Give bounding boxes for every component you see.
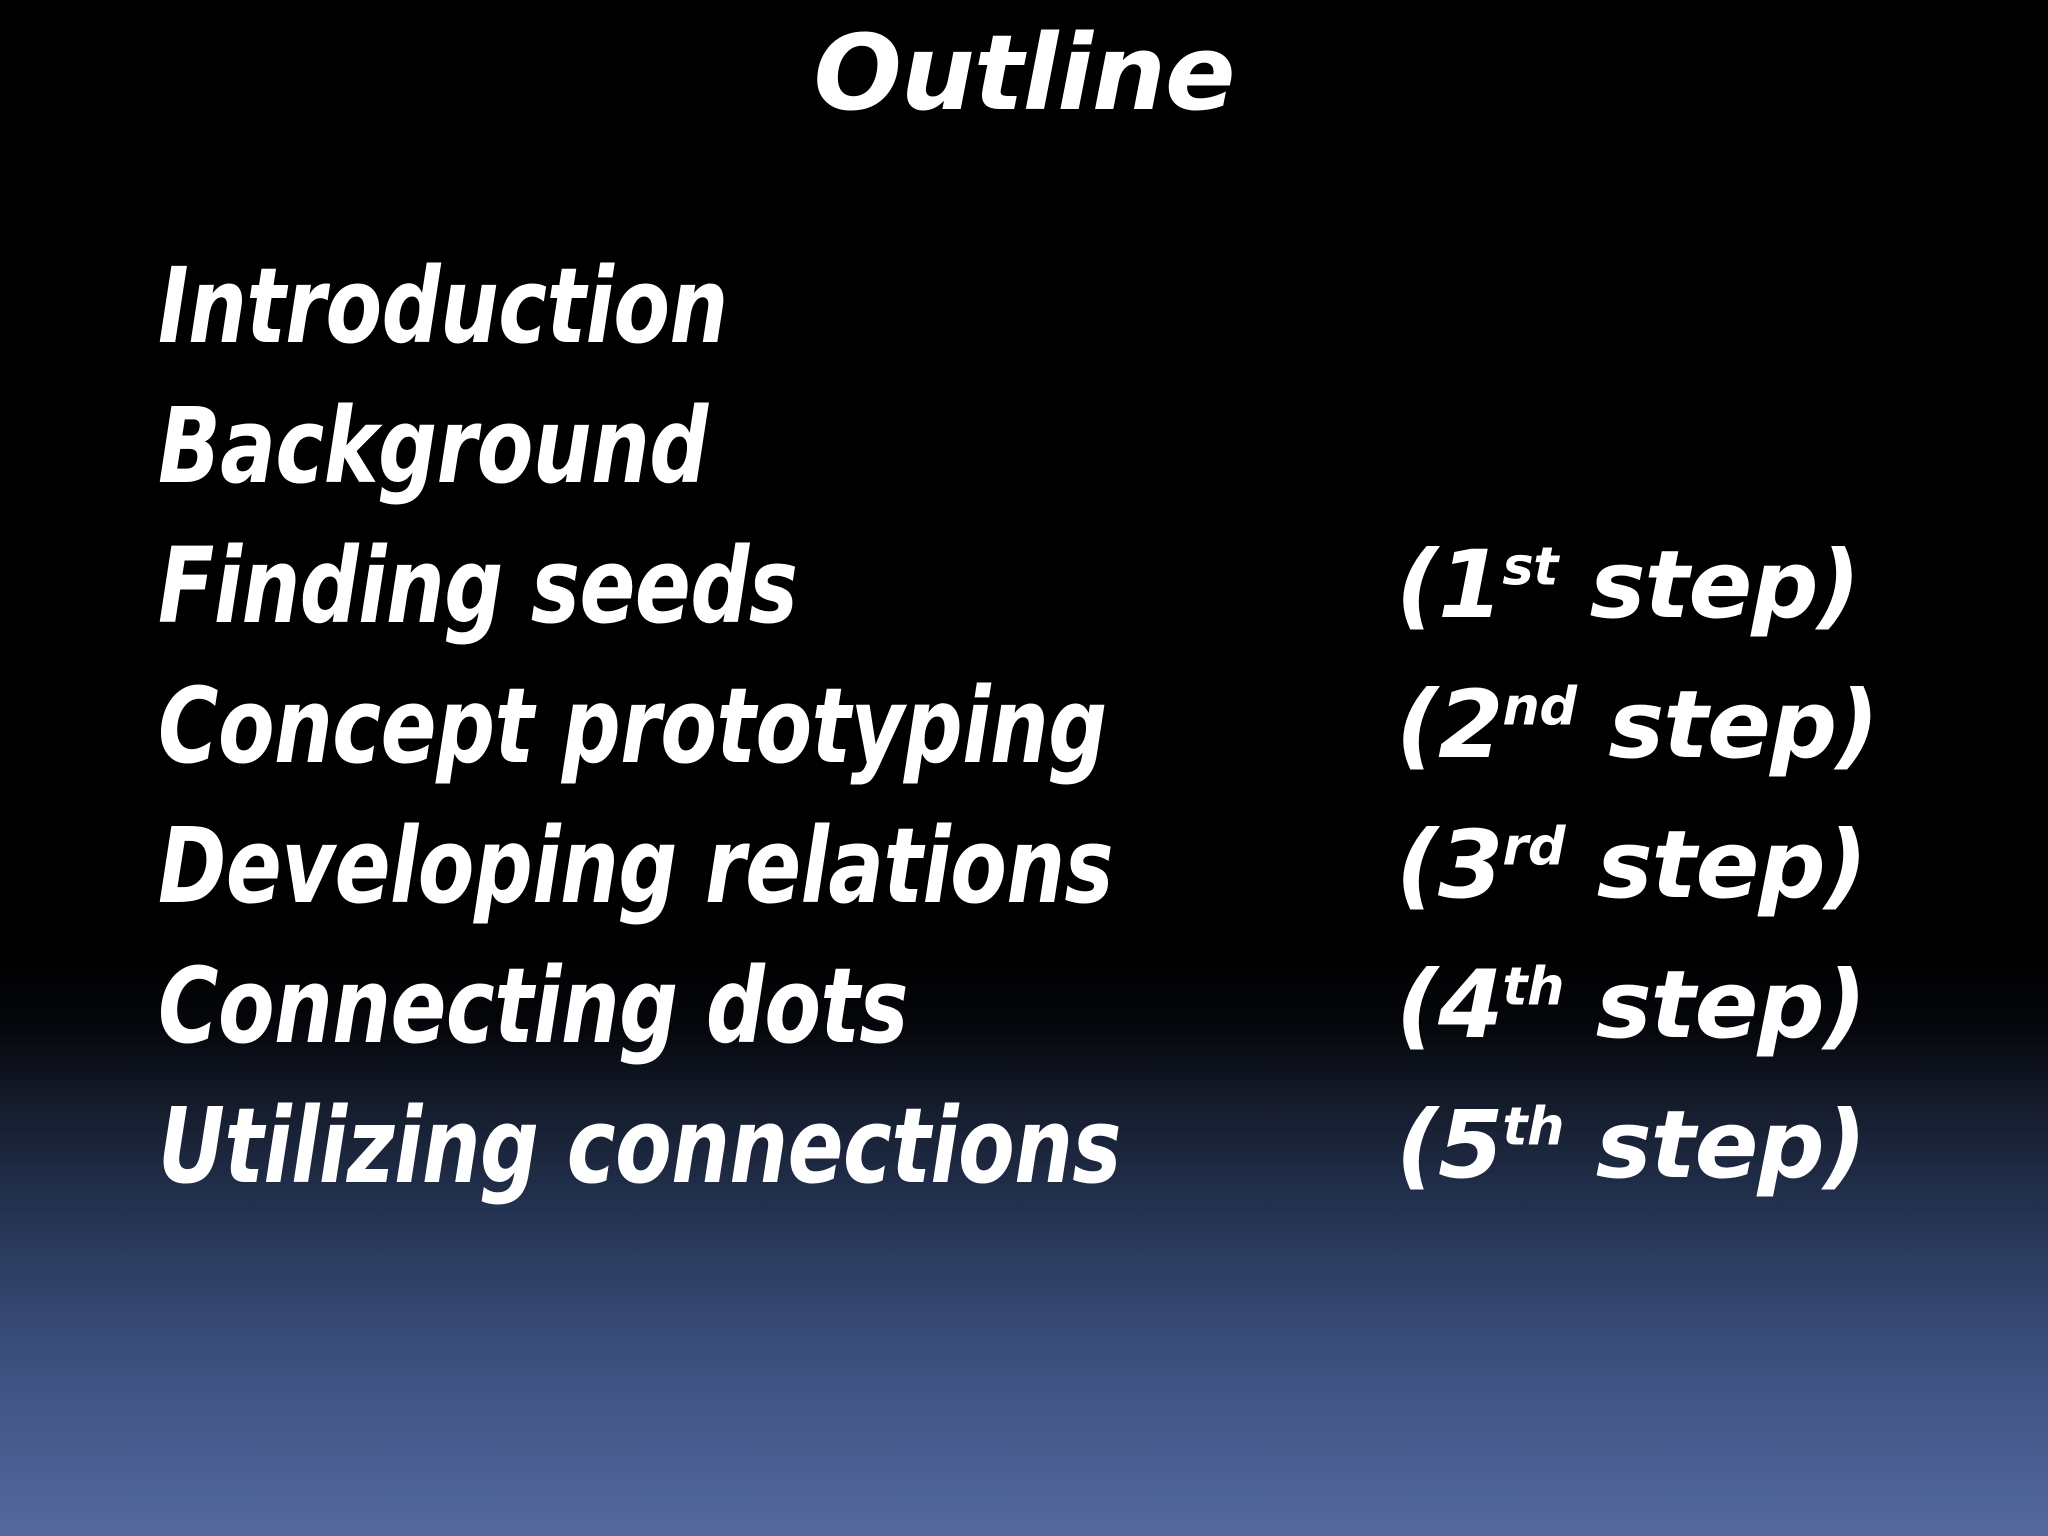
step-open-paren: ( (1396, 671, 1439, 780)
step-close-paren: ) (1823, 951, 1867, 1060)
step-word: step (1565, 811, 1826, 920)
outline-topic-label: Utilizing connections (158, 1085, 1121, 1207)
outline-item: Finding seeds (1st step) (0, 516, 2048, 656)
step-ordinal-suffix: th (1502, 1096, 1564, 1158)
outline-item: Developing relations (3rd step) (0, 796, 2048, 936)
outline-item: Concept prototyping (2nd step) (0, 656, 2048, 796)
outline-topic-label: Concept prototyping (158, 665, 1107, 787)
step-open-paren: ( (1396, 951, 1439, 1060)
outline-item: Background (0, 376, 2048, 516)
step-number: 5 (1437, 1091, 1503, 1200)
step-number: 3 (1437, 811, 1503, 920)
outline-step-annotation: (3rd step) (1396, 796, 1868, 936)
step-open-paren: ( (1396, 811, 1439, 920)
step-word: step (1576, 671, 1837, 780)
outline-topic-label: Developing relations (158, 805, 1114, 927)
outline-step-annotation: (4th step) (1396, 936, 1867, 1076)
step-number: 1 (1437, 531, 1503, 640)
outline-step-annotation: (5th step) (1396, 1076, 1867, 1216)
slide-title: Outline (813, 12, 1235, 134)
outline-item: Connecting dots (4th step) (0, 936, 2048, 1076)
step-ordinal-suffix: rd (1502, 816, 1565, 878)
outline-topic-label: Introduction (158, 245, 728, 367)
outline-item: Utilizing connections (5th step) (0, 1076, 2048, 1216)
step-number: 2 (1437, 671, 1503, 780)
step-open-paren: ( (1396, 531, 1439, 640)
step-close-paren: ) (1817, 531, 1861, 640)
outline-topic-label: Finding seeds (158, 525, 798, 647)
step-word: step (1557, 531, 1819, 640)
outline-item: Introduction (0, 236, 2048, 376)
outline-list: Introduction Background Finding seeds (1… (0, 236, 2048, 1216)
step-close-paren: ) (1824, 811, 1868, 920)
outline-topic-label: Connecting dots (158, 945, 909, 1067)
step-open-paren: ( (1396, 1091, 1439, 1200)
step-word: step (1564, 1091, 1825, 1200)
step-word: step (1564, 951, 1825, 1060)
outline-step-annotation: (1st step) (1396, 516, 1861, 656)
outline-step-annotation: (2nd step) (1396, 656, 1879, 796)
step-ordinal-suffix: th (1502, 956, 1564, 1018)
step-close-paren: ) (1823, 1091, 1867, 1200)
step-ordinal-suffix: nd (1502, 676, 1577, 738)
step-ordinal-suffix: st (1502, 536, 1558, 598)
step-close-paren: ) (1836, 671, 1879, 780)
outline-topic-label: Background (158, 385, 708, 507)
step-number: 4 (1437, 951, 1503, 1060)
